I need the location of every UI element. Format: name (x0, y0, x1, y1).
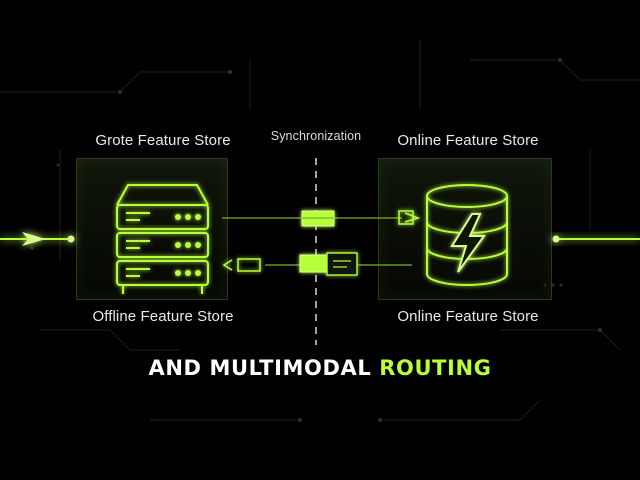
caption-highlight: ROUTING (379, 356, 492, 380)
caption-white: AND MULTIMODAL (148, 356, 372, 380)
left-input-arrow (0, 232, 75, 246)
label-synchronization: Synchronization (270, 129, 362, 143)
online-store-panel (378, 158, 552, 300)
data-packet-icon (299, 252, 358, 276)
label-top-right: Online Feature Store (397, 132, 539, 149)
right-input-line (552, 235, 640, 243)
label-top-left: Grote Feature Store (95, 132, 231, 149)
arrow-icon (398, 210, 421, 225)
database-lightning-icon (426, 184, 508, 286)
label-bottom-right: Online Feature Store (397, 308, 539, 325)
caption: AND MULTIMODAL ROUTING (0, 356, 640, 380)
server-rack-icon (116, 184, 209, 294)
data-packet-icon (301, 210, 335, 227)
label-bottom-left: Offline Feature Store (92, 308, 234, 325)
arrow-icon (222, 258, 261, 272)
